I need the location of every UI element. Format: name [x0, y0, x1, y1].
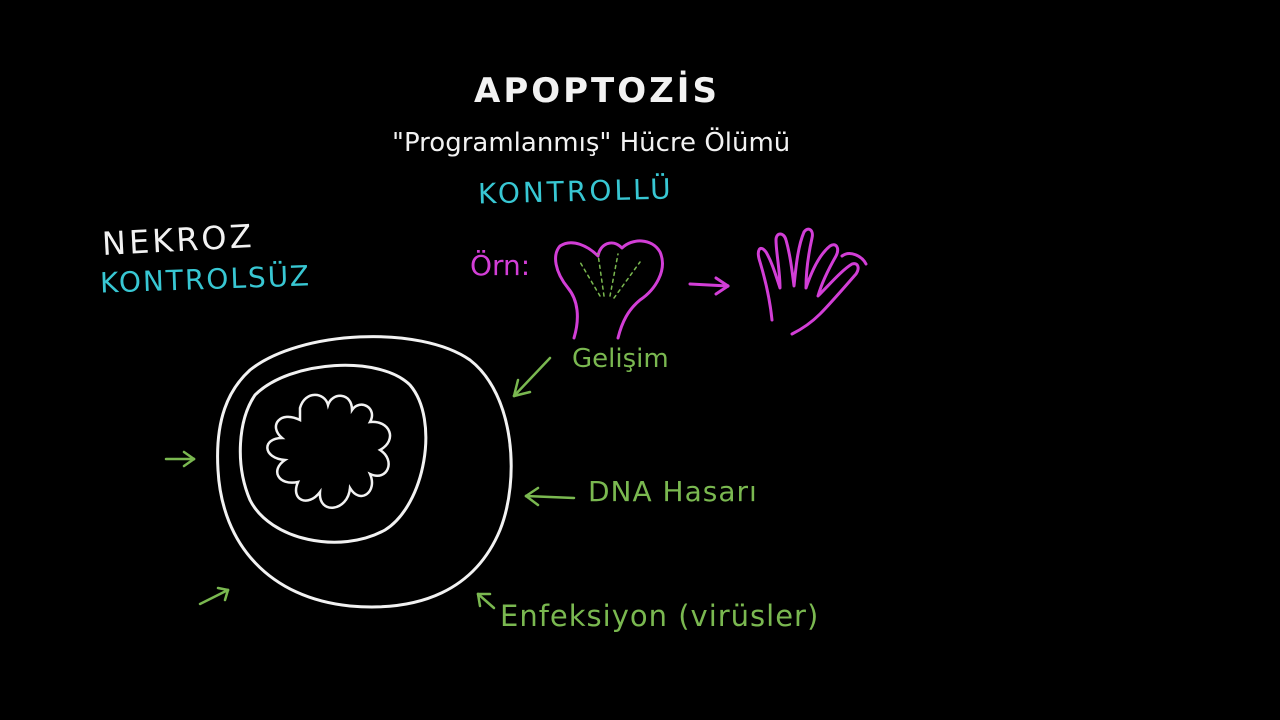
example-label: Örn:	[470, 249, 531, 282]
arrow-necrosis-left-icon	[164, 450, 196, 468]
arrow-necrosis-lower-icon	[198, 586, 230, 606]
necrosis-title: NEKROZ	[101, 217, 256, 263]
hand-bud-veins	[579, 253, 641, 299]
necrosis-kind-label: KONTROLSÜZ	[99, 259, 312, 300]
cause-dna-damage-label: DNA Hasarı	[588, 475, 758, 508]
cause-development-label: Gelişim	[572, 344, 669, 374]
apoptosis-subtitle: "Programlanmış" Hücre Ölümü	[392, 128, 791, 158]
arrow-development-icon	[512, 356, 552, 398]
hand-icon	[756, 227, 868, 336]
hand-bud-icon	[554, 239, 664, 340]
cell-icon	[216, 335, 513, 609]
arrows-green	[164, 356, 576, 610]
arrow-dna-icon	[524, 486, 576, 507]
arrow-infection-icon	[476, 592, 496, 610]
right-arrow-icon	[688, 276, 730, 296]
nucleolus-shape	[266, 393, 392, 509]
apoptosis-kind-label: KONTROLLÜ	[477, 172, 675, 211]
cause-infection-label: Enfeksiyon (virüsler)	[500, 599, 820, 633]
page-title: APOPTOZİS	[474, 71, 720, 111]
nucleus-icon	[238, 363, 428, 544]
